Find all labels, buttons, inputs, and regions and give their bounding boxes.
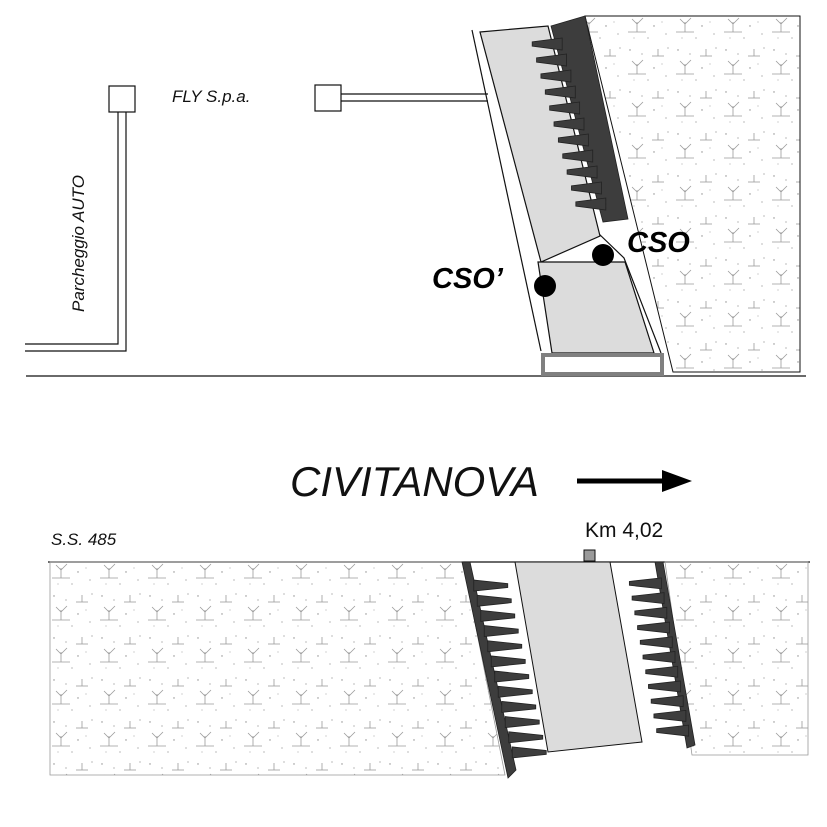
- wingwall-tooth: [653, 709, 687, 722]
- wingwall-tooth: [536, 53, 567, 67]
- culvert-bottom: [514, 561, 643, 753]
- wingwall-tooth: [508, 731, 544, 744]
- channel-edges: [471, 29, 662, 354]
- wingwall-tooth: [531, 37, 563, 51]
- wingwall-tooth: [480, 609, 516, 622]
- wingwall-tooth: [497, 685, 533, 698]
- wingwall-tooth: [639, 636, 673, 649]
- headwall-top: [541, 353, 664, 376]
- wingwall-tooth: [544, 85, 576, 99]
- wingwall-tooth: [490, 655, 526, 668]
- culvert-lower: [537, 261, 655, 354]
- terrain-block-left: [49, 561, 506, 776]
- arrow-right-icon: [577, 470, 692, 492]
- wingwall-tooth: [571, 181, 602, 195]
- wingwall-tooth: [553, 117, 585, 131]
- terrain-block-top: [584, 15, 801, 373]
- wingwall-tooth: [648, 680, 681, 693]
- wingwall-tooth: [642, 651, 676, 663]
- wingwall-top: [531, 15, 629, 223]
- km-marker-label: Km 4,02: [585, 519, 663, 542]
- wingwall-tooth: [549, 101, 581, 115]
- wingwall-tooth: [650, 695, 684, 708]
- wingwall-tooth: [511, 746, 547, 759]
- wingwall-tooth: [501, 700, 537, 713]
- parking-access-road: [25, 112, 127, 352]
- road-label: S.S. 485: [51, 530, 117, 549]
- company-label: FLY S.p.a.: [172, 87, 250, 106]
- top-view: Parcheggio AUTO FLY S.p.a. CSO CSO’: [25, 15, 806, 377]
- wingwall-tooth: [483, 625, 519, 638]
- wingwall-tooth: [504, 716, 540, 729]
- wingwall-tooth: [631, 592, 665, 605]
- km-marker-post: [583, 549, 596, 562]
- direction-label: CIVITANOVA: [290, 458, 539, 505]
- parking-label: Parcheggio AUTO: [69, 175, 88, 312]
- wingwall-bottom-left: [461, 561, 547, 779]
- culvert-upper: [479, 25, 601, 263]
- wingwall-tooth: [645, 665, 679, 678]
- station-label-cso-prime: CSO’: [432, 263, 504, 295]
- wingwall-bottom-right: [628, 561, 696, 749]
- wingwall-tooth: [634, 606, 668, 619]
- station-marker-cso: [592, 244, 614, 266]
- wingwall-tooth: [476, 594, 512, 607]
- company-building: [314, 84, 342, 112]
- wingwall-tooth: [566, 165, 598, 179]
- wingwall-tooth: [494, 670, 530, 683]
- direction-indicator: CIVITANOVA: [290, 458, 692, 505]
- bottom-view: S.S. 485 Km 4,02: [48, 519, 810, 779]
- company-access-road: [341, 93, 488, 102]
- wingwall-tooth: [628, 577, 662, 590]
- parking-building: [108, 85, 136, 113]
- wingwall-tooth: [575, 197, 607, 211]
- wingwall-tooth: [656, 724, 690, 737]
- wingwall-tooth: [473, 579, 509, 592]
- wingwall-tooth: [557, 133, 589, 147]
- wingwall-tooth: [562, 149, 594, 163]
- station-label-cso: CSO: [627, 227, 690, 259]
- wingwall-tooth: [637, 621, 670, 634]
- wingwall-tooth: [487, 640, 523, 653]
- wingwall-tooth: [540, 69, 572, 83]
- station-marker-cso-prime: [534, 275, 556, 297]
